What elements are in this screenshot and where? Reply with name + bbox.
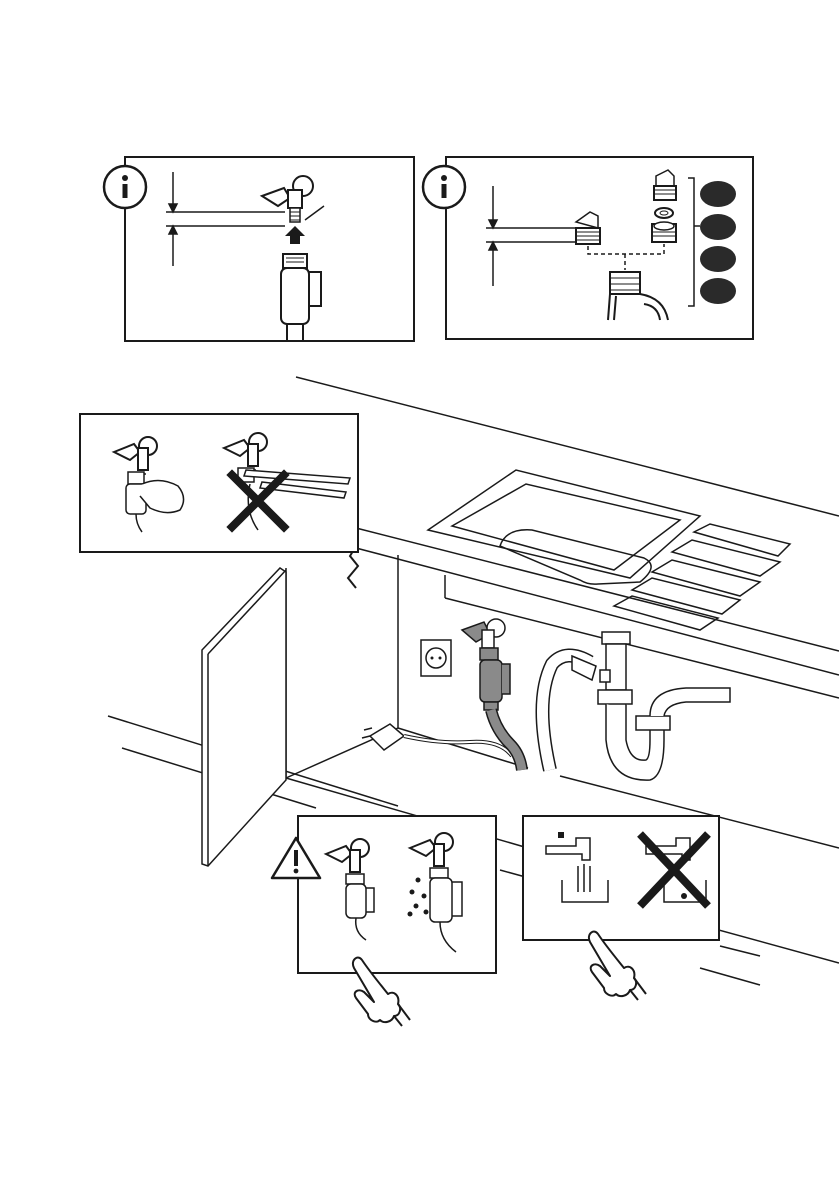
water-tap-panel xyxy=(523,816,719,1000)
adapter-option-1 xyxy=(700,181,736,207)
info-panel-thread-adapters xyxy=(423,157,753,339)
info-icon xyxy=(104,166,146,208)
hand-tighten-panel xyxy=(80,414,358,552)
power-socket-icon xyxy=(421,640,451,676)
adapter-option-3 xyxy=(700,246,736,272)
info-panel-tap-connection xyxy=(104,157,414,341)
adapter-option-2 xyxy=(700,214,736,240)
leak-check-panel xyxy=(272,816,496,1026)
pointing-hand-icon xyxy=(589,932,646,1000)
cabinet-water-tap xyxy=(462,619,522,770)
power-plug xyxy=(362,724,512,756)
info-icon xyxy=(423,166,465,208)
drain-hose xyxy=(542,655,596,770)
adapter-option-4 xyxy=(700,278,736,304)
